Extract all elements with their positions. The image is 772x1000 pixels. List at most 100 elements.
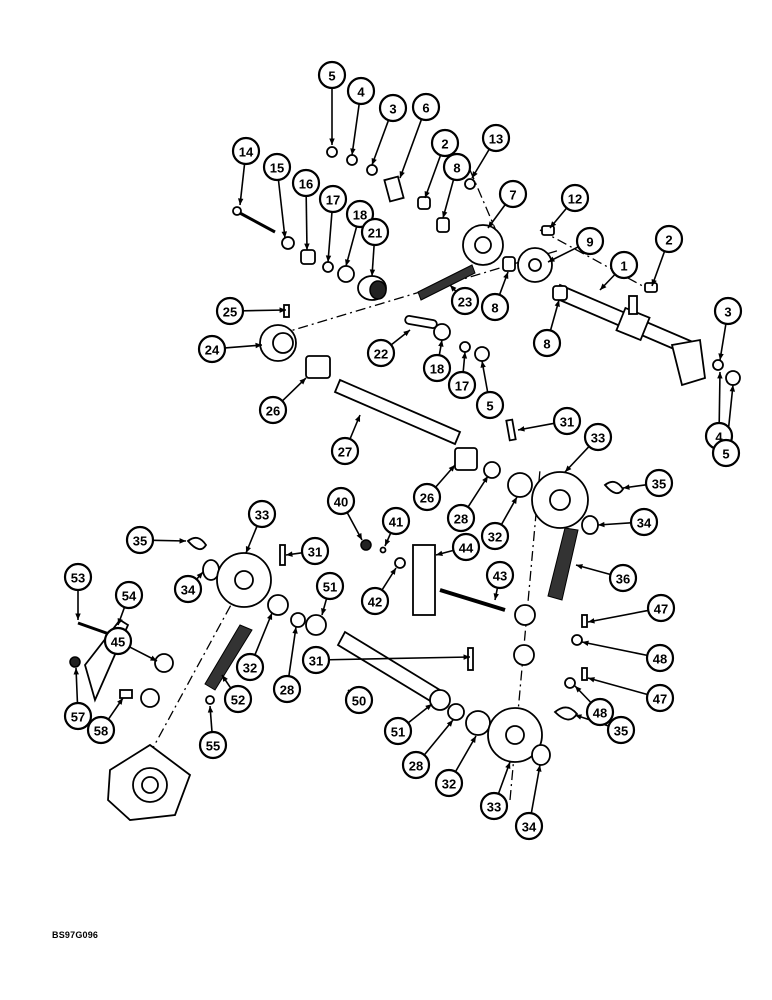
callout-number: 5 — [486, 399, 493, 414]
leader-line — [442, 179, 455, 219]
callout-circle — [381, 506, 411, 536]
bearing-part-26 — [305, 355, 331, 379]
pin-part-25 — [283, 304, 290, 318]
callout-5: 5 — [475, 390, 505, 420]
callout-circle — [583, 422, 613, 452]
leader-line — [277, 179, 286, 239]
callout-circle — [63, 701, 93, 731]
callout-number: 8 — [491, 301, 498, 316]
callout-number: 24 — [205, 343, 220, 358]
callout-number: 50 — [352, 694, 366, 709]
callout-number: 42 — [368, 595, 382, 610]
callout-3: 3 — [378, 93, 408, 123]
pin-part-31b — [467, 647, 474, 671]
leader-arrowhead — [511, 497, 517, 504]
leader-line — [305, 195, 308, 251]
callout-number: 3 — [389, 102, 396, 117]
callout-circle — [63, 562, 93, 592]
bolt-part-58 — [119, 689, 133, 699]
callout-number: 17 — [326, 193, 340, 208]
callout-number: 33 — [591, 431, 605, 446]
leader-arrowhead — [717, 372, 723, 379]
callout-circle — [366, 338, 396, 368]
callout-circle — [514, 811, 544, 841]
callout-number: 35 — [652, 477, 666, 492]
callout-31: 31 — [552, 406, 582, 436]
leader-arrowhead — [424, 191, 430, 198]
callout-circle — [330, 436, 360, 466]
clip-part-35 — [603, 480, 625, 495]
callout-6: 6 — [411, 92, 441, 122]
sprocket-part-33 — [531, 471, 589, 529]
leader-arrowhead — [446, 720, 453, 727]
callout-number: 4 — [357, 85, 365, 100]
callout-number: 35 — [133, 534, 147, 549]
clip-part-35c — [186, 536, 208, 551]
leader-arrowhead — [623, 484, 630, 490]
leader-line — [587, 677, 648, 696]
leader-line — [718, 371, 721, 424]
callout-number: 18 — [353, 208, 367, 223]
leader-arrowhead — [448, 465, 455, 472]
leader-arrowhead — [554, 300, 560, 307]
callout-number: 31 — [560, 415, 574, 430]
callout-41: 41 — [381, 506, 411, 536]
callout-12: 12 — [560, 183, 590, 213]
callout-circle — [317, 60, 347, 90]
callout-5: 5 — [711, 438, 741, 468]
callout-28: 28 — [272, 674, 302, 704]
bolt-part-12 — [541, 225, 555, 236]
leader-arrowhead — [651, 279, 657, 286]
leader-arrowhead — [371, 158, 377, 165]
callout-circle — [346, 76, 376, 106]
shaft-part-1 — [553, 283, 706, 387]
callout-14: 14 — [231, 136, 261, 166]
callout-number: 17 — [455, 379, 469, 394]
callout-16: 16 — [291, 168, 321, 198]
callout-number: 8 — [543, 337, 550, 352]
bolt-part-14 — [232, 206, 276, 234]
callout-number: 44 — [459, 541, 474, 556]
callout-circle — [383, 716, 413, 746]
sprocket-part-45b — [140, 688, 160, 708]
washer-part-4 — [346, 154, 358, 166]
callout-35: 35 — [644, 468, 674, 498]
leader-line — [530, 764, 541, 814]
leader-arrowhead — [505, 762, 511, 769]
callout-number: 1 — [620, 259, 627, 274]
leader-arrowhead — [390, 568, 396, 575]
leader-line — [239, 163, 246, 206]
bushing-part-16 — [300, 249, 316, 265]
leader-arrowhead — [536, 765, 542, 772]
bushing-part-8c — [552, 285, 568, 301]
washer-part-42 — [394, 557, 406, 569]
callout-number: 47 — [654, 602, 668, 617]
bearing-part-26b — [454, 447, 478, 471]
leader-arrowhead — [600, 283, 607, 290]
callout-number: 2 — [441, 137, 448, 152]
callout-34: 34 — [629, 507, 659, 537]
leader-arrowhead — [299, 378, 306, 385]
callout-35: 35 — [125, 525, 155, 555]
nut-part-5c — [474, 346, 490, 362]
callout-52: 52 — [223, 684, 253, 714]
callout-13: 13 — [481, 123, 511, 153]
callout-number: 53 — [71, 571, 85, 586]
callout-circle — [654, 224, 684, 254]
callout-35: 35 — [606, 715, 636, 745]
callout-number: 36 — [616, 572, 630, 587]
leader-arrowhead — [480, 361, 486, 368]
callout-number: 18 — [430, 362, 444, 377]
leader-arrowhead — [399, 171, 405, 178]
callout-circle — [608, 563, 638, 593]
nut-part-5b — [725, 370, 741, 386]
callout-57: 57 — [63, 701, 93, 731]
drawing-code: BS97G096 — [52, 930, 99, 940]
callout-circle — [125, 525, 155, 555]
flange-part-32c — [267, 594, 289, 616]
callout-circle — [215, 296, 245, 326]
callout-number: 5 — [722, 447, 729, 462]
leader-line — [327, 211, 333, 263]
sprocket-part-9 — [517, 247, 553, 283]
leader-arrowhead — [550, 221, 557, 228]
